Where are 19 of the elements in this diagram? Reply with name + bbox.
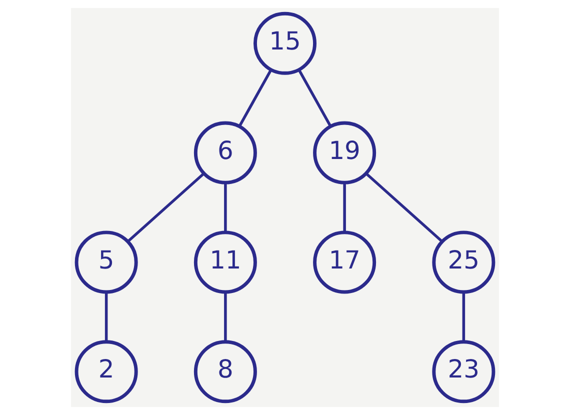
connector (365, 172, 443, 242)
node-circle: 2 (74, 340, 138, 404)
node-circle: 6 (194, 121, 257, 184)
connector (343, 182, 346, 232)
connector (238, 69, 272, 127)
connector (104, 292, 108, 342)
node-circle: 15 (253, 12, 317, 75)
node-circle: 19 (313, 121, 376, 184)
node-circle: 11 (194, 230, 257, 294)
node-circle: 8 (194, 340, 257, 404)
connector (462, 292, 466, 342)
connector (127, 172, 205, 242)
connector (298, 69, 332, 127)
node-circle: 25 (432, 230, 496, 294)
connector (224, 182, 227, 232)
connector (224, 292, 227, 342)
node-circle: 23 (432, 340, 496, 404)
node-circle: 5 (74, 230, 138, 294)
node-circle: 17 (313, 230, 376, 294)
